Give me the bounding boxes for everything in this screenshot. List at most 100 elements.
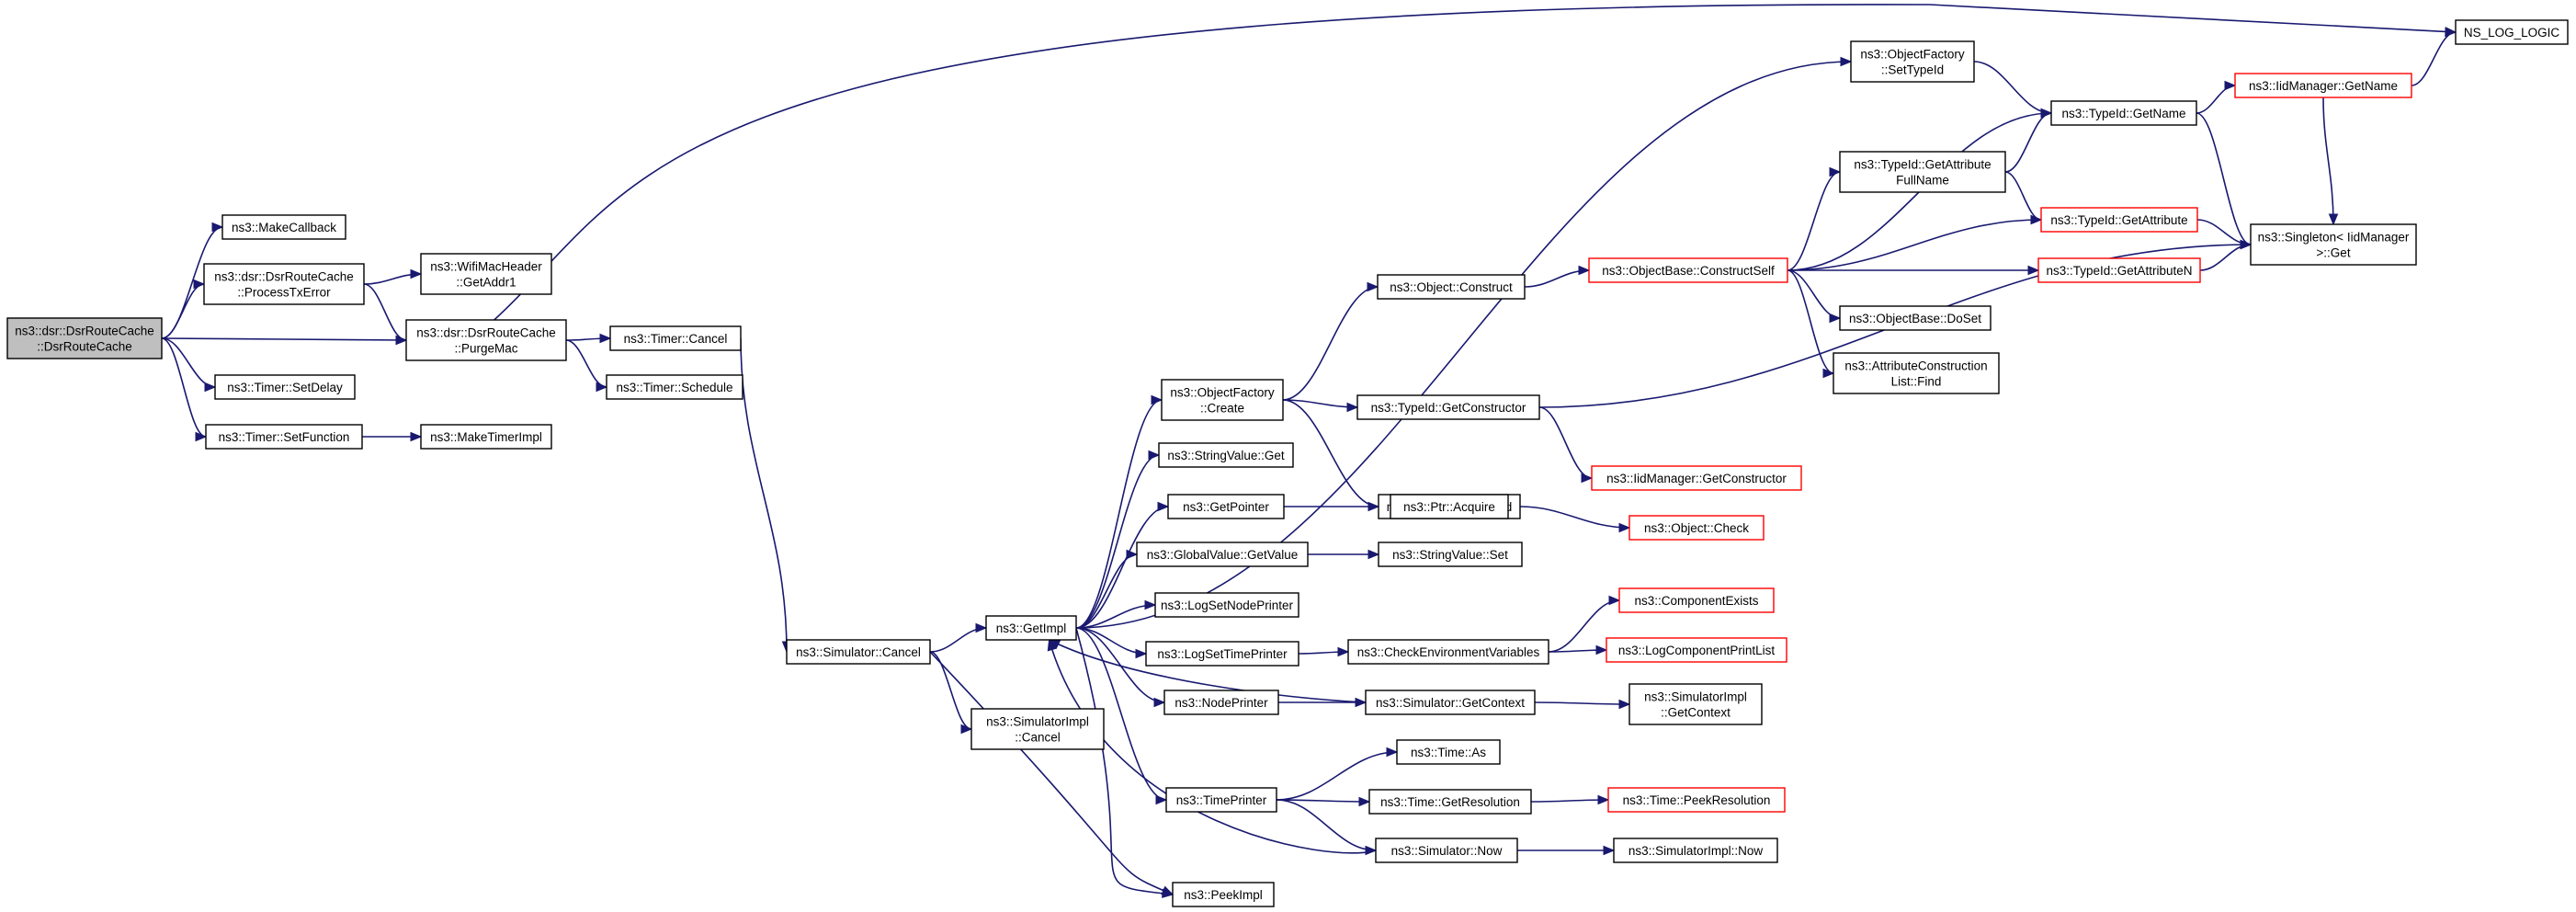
node-label: ::SetTypeId <box>1881 63 1944 77</box>
edge-checkenvvars-to-componentexists <box>1548 595 1621 653</box>
node-componentexists[interactable]: ns3::ComponentExists <box>1618 587 1775 613</box>
node-box <box>1167 494 1285 519</box>
node-nodeprinter[interactable]: ns3::NodePrinter <box>1163 690 1279 715</box>
node-label: NS_LOG_LOGIC <box>2464 26 2560 40</box>
node-timercancel[interactable]: ns3::Timer::Cancel <box>609 325 742 351</box>
edge-arrowhead <box>599 333 612 344</box>
node-getpointer[interactable]: ns3::GetPointer <box>1167 494 1285 519</box>
edge-arrowhead <box>1603 845 1616 856</box>
node-label: ns3::Ptr::Acquire <box>1403 500 1495 514</box>
edge-line <box>161 337 407 341</box>
edge-line <box>1787 171 1841 271</box>
node-label: ns3::Time::PeekResolution <box>1623 793 1771 807</box>
edge-arrowhead <box>195 431 208 442</box>
node-timerschedule[interactable]: ns3::Timer::Schedule <box>606 374 743 400</box>
node-label: ns3::Time::As <box>1411 746 1486 759</box>
node-label: ns3::Timer::SetDelay <box>227 381 343 394</box>
node-box <box>6 317 163 359</box>
edge-arrowhead <box>1337 646 1350 657</box>
edge-logsettimeprinter-to-checkenvvars <box>1298 646 1350 657</box>
node-objectbasedoset[interactable]: ns3::ObjectBase::DoSet <box>1839 305 1992 331</box>
node-box <box>606 374 743 400</box>
edge-arrowhead <box>2040 108 2053 119</box>
edge-arrowhead <box>2240 239 2253 250</box>
node-checkenvvars[interactable]: ns3::CheckEnvironmentVariables <box>1347 639 1549 665</box>
node-setfunction[interactable]: ns3::Timer::SetFunction <box>205 424 363 450</box>
edge-arrowhead <box>1829 166 1842 177</box>
node-getimpl[interactable]: ns3::GetImpl <box>985 615 1077 641</box>
edge-arrowhead <box>1346 402 1359 413</box>
edge-line <box>2411 31 2457 86</box>
node-makecallback[interactable]: ns3::MakeCallback <box>221 214 346 240</box>
node-setdelay[interactable]: ns3::Timer::SetDelay <box>214 374 356 400</box>
node-logsetnodeprinter[interactable]: ns3::LogSetNodePrinter <box>1154 592 1299 618</box>
node-box <box>1613 838 1778 863</box>
edge-arrowhead <box>204 382 217 393</box>
node-label: ns3::MakeCallback <box>232 221 336 234</box>
edge-getimpl-to-stringvalueget <box>1075 450 1161 629</box>
node-simcancel[interactable]: ns3::Simulator::Cancel <box>786 639 931 665</box>
node-timepeekresolution[interactable]: ns3::Time::PeekResolution <box>1607 787 1786 813</box>
node-simgetcontext[interactable]: ns3::Simulator::GetContext <box>1365 690 1536 715</box>
node-box <box>1154 592 1299 618</box>
edge-arrowhead <box>193 279 206 290</box>
node-processtxerror[interactable]: ns3::dsr::DsrRouteCache::ProcessTxError <box>203 263 365 305</box>
edge-line <box>161 337 207 438</box>
node-iidmanagergetname[interactable]: ns3::IidManager::GetName <box>2234 73 2412 98</box>
edge-constructself-to-typeidgetattrfullname <box>1787 166 1842 271</box>
node-root[interactable]: ns3::dsr::DsrRouteCache::DsrRouteCache <box>6 317 163 359</box>
node-simnow[interactable]: ns3::Simulator::Now <box>1375 838 1518 863</box>
node-stringvalueget[interactable]: ns3::StringValue::Get <box>1158 442 1294 468</box>
node-maketimerimpl[interactable]: ns3::MakeTimerImpl <box>420 424 552 450</box>
node-globalvalueget[interactable]: ns3::GlobalValue::GetValue <box>1136 542 1309 567</box>
node-box <box>1839 305 1992 331</box>
node-box <box>1375 838 1518 863</box>
node-label: ns3::LogSetTimePrinter <box>1157 647 1288 661</box>
node-peekimpl[interactable]: ns3::PeekImpl <box>1172 882 1275 907</box>
node-ptracquire[interactable]: ns3::Ptr::Acquire <box>1390 494 1509 519</box>
node-ofsettypeid[interactable]: ns3::ObjectFactory::SetTypeId <box>1850 40 1975 83</box>
node-timeas[interactable]: ns3::Time::As <box>1396 739 1501 765</box>
edge-setfunction-to-maketimerimpl <box>361 431 423 442</box>
edge-arrowhead <box>1578 265 1591 276</box>
node-nslogic[interactable]: NS_LOG_LOGIC <box>2455 19 2569 45</box>
node-logsettimeprinter[interactable]: ns3::LogSetTimePrinter <box>1145 641 1299 667</box>
node-simimplgetcontext[interactable]: ns3::SimulatorImpl::GetContext <box>1628 683 1763 725</box>
nodes-layer: ns3::dsr::DsrRouteCache::DsrRouteCachens… <box>6 19 2569 907</box>
node-ofcreate[interactable]: ns3::ObjectFactory::Create <box>1161 379 1284 421</box>
node-label: ns3::TypeId::GetAttribute <box>1854 158 1991 172</box>
node-getaddr1[interactable]: ns3::WifiMacHeader::GetAddr1 <box>420 253 552 295</box>
edge-constructself-to-objectbasedoset <box>1787 269 1842 324</box>
node-timegetresolution[interactable]: ns3::Time::GetResolution <box>1368 789 1532 815</box>
node-label: ns3::LogSetNodePrinter <box>1161 598 1294 612</box>
node-label: ns3::Simulator::GetContext <box>1376 696 1525 710</box>
edge-arrowhead <box>1608 595 1621 606</box>
edge-root-to-setdelay <box>161 337 217 393</box>
node-constructself[interactable]: ns3::ObjectBase::ConstructSelf <box>1588 257 1788 283</box>
node-objectcheck[interactable]: ns3::Object::Check <box>1628 515 1765 541</box>
node-simimplnow[interactable]: ns3::SimulatorImpl::Now <box>1613 838 1778 863</box>
node-typeidgetattribute[interactable]: ns3::TypeId::GetAttribute <box>2040 207 2198 233</box>
node-box <box>1145 641 1299 667</box>
node-typeidgetconstructor[interactable]: ns3::TypeId::GetConstructor <box>1356 394 1540 420</box>
node-stringvalueset[interactable]: ns3::StringValue::Set <box>1378 542 1523 567</box>
node-box <box>1356 394 1540 420</box>
node-singletonget[interactable]: ns3::Singleton< IidManager >::Get <box>2250 223 2417 266</box>
edge-arrowhead <box>1161 888 1175 898</box>
node-label: ::Create <box>1200 402 1244 416</box>
edge-simcancel-to-simimplcancel <box>929 651 973 735</box>
node-simimplcancel[interactable]: ns3::SimulatorImpl::Cancel <box>970 708 1105 750</box>
node-purgemac[interactable]: ns3::dsr::DsrRouteCache::PurgeMac <box>405 319 567 361</box>
node-objectconstruct[interactable]: ns3::Object::Construct <box>1377 274 1526 300</box>
node-timeprinter[interactable]: ns3::TimePrinter <box>1165 787 1277 813</box>
node-box <box>1606 637 1787 663</box>
edge-timeprinter-to-timegetresolution <box>1276 796 1371 807</box>
node-iidmanagergetconstructor[interactable]: ns3::IidManager::GetConstructor <box>1591 465 1802 491</box>
node-logcomponentprintlist[interactable]: ns3::LogComponentPrintList <box>1606 637 1787 663</box>
node-typeidgetname[interactable]: ns3::TypeId::GetName <box>2050 100 2197 126</box>
edge-root-to-purgemac <box>161 335 408 346</box>
node-typeidgetattributen[interactable]: ns3::TypeId::GetAttributeN <box>2037 257 2201 283</box>
